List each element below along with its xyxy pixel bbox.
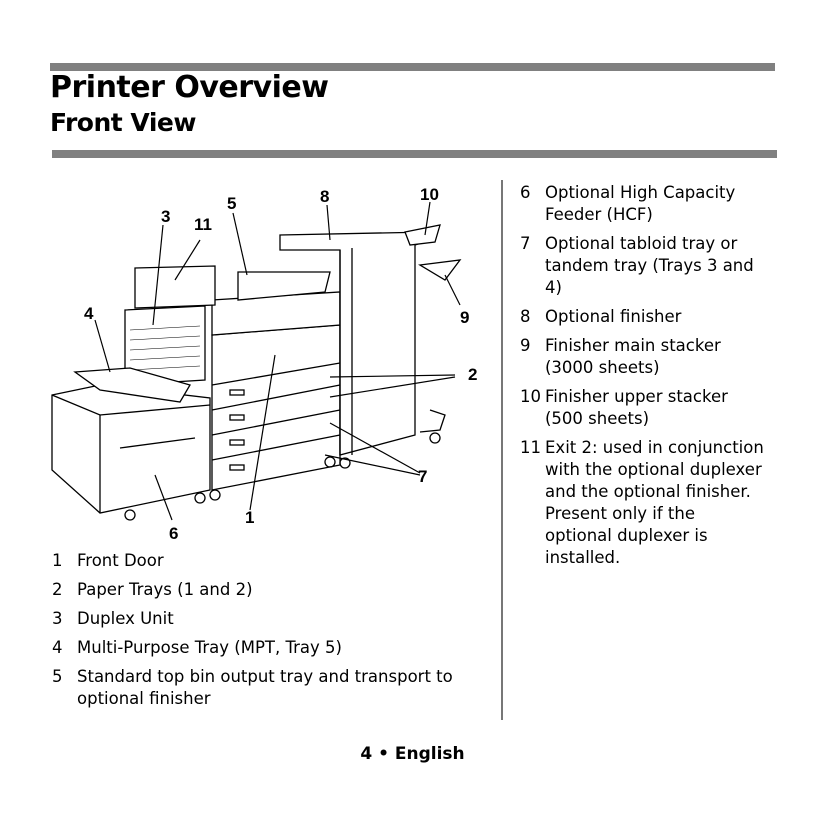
language-label: English [394, 744, 465, 764]
bullet-separator: • [378, 744, 389, 764]
page-number: 4 [360, 744, 373, 764]
callout-1: 1 [245, 508, 254, 527]
list-item: 9 Finisher main stacker (3000 sheets) [520, 335, 765, 379]
callout-9: 9 [460, 308, 469, 327]
section-title: Front View [50, 108, 196, 137]
item-text: Multi-Purpose Tray (MPT, Tray 5) [77, 638, 342, 657]
callout-7: 7 [418, 467, 427, 486]
item-number: 10 [520, 387, 541, 406]
item-text: Exit 2: used in conjunction with the opt… [545, 438, 764, 567]
finisher-unit [279, 224, 462, 469]
item-text: Front Door [77, 551, 164, 570]
item-text: Duplex Unit [77, 609, 174, 628]
list-item: 2 Paper Trays (1 and 2) [52, 579, 492, 601]
item-number: 7 [520, 234, 531, 253]
callout-11: 11 [194, 215, 212, 234]
item-number: 9 [520, 336, 531, 355]
list-item: 6 Optional High Capacity Feeder (HCF) [520, 182, 765, 226]
callout-leaders [94, 201, 461, 521]
hcf-unit [51, 384, 211, 521]
callout-10: 10 [420, 185, 439, 204]
list-item: 3 Duplex Unit [52, 608, 492, 630]
top-rule [50, 63, 775, 71]
item-number: 8 [520, 307, 531, 326]
callout-3: 3 [161, 207, 170, 226]
item-text: Finisher main stacker (3000 sheets) [545, 336, 721, 377]
callout-4: 4 [84, 304, 94, 323]
list-item: 4 Multi-Purpose Tray (MPT, Tray 5) [52, 637, 492, 659]
item-text: Paper Trays (1 and 2) [77, 580, 253, 599]
list-item: 7 Optional tabloid tray or tandem tray (T… [520, 233, 765, 299]
item-number: 1 [52, 551, 63, 570]
item-text: Finisher upper stacker (500 sheets) [545, 387, 728, 428]
callout-5: 5 [227, 194, 236, 213]
item-number: 11 [520, 438, 541, 457]
page-title: Printer Overview [50, 70, 329, 105]
list-item: 1 Front Door [52, 550, 492, 572]
column-divider [501, 180, 503, 720]
printer-front-view-diagram: 1 2 3 4 5 6 7 8 9 10 11 [51, 185, 477, 540]
item-number: 4 [52, 638, 63, 657]
item-text: Optional finisher [545, 307, 682, 326]
item-number: 2 [52, 580, 63, 599]
item-text: Optional High Capacity Feeder (HCF) [545, 183, 736, 224]
list-item: 8 Optional finisher [520, 306, 765, 328]
callout-6: 6 [169, 524, 178, 540]
item-number: 5 [52, 667, 63, 686]
item-number: 3 [52, 609, 63, 628]
parts-list-left: 1 Front Door 2 Paper Trays (1 and 2) 3 Dupl… [52, 550, 492, 717]
printer-body [73, 265, 341, 501]
list-item: 5 Standard top bin output tray and transp… [52, 666, 492, 710]
bottom-rule [52, 150, 777, 158]
item-number: 6 [520, 183, 531, 202]
callout-8: 8 [320, 187, 329, 206]
callout-2: 2 [468, 365, 477, 384]
item-text: Optional tabloid tray or tandem tray (Tr… [545, 234, 754, 297]
page-footer: 4 • English [0, 744, 825, 764]
item-text: Standard top bin output tray and transpo… [77, 667, 453, 708]
